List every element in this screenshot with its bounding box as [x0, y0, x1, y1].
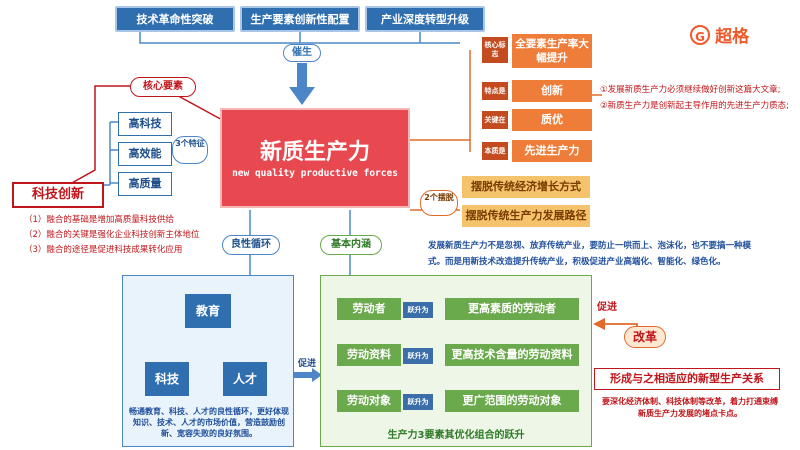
core-title: 新质生产力 — [259, 140, 370, 165]
features-badge: 3个特征 — [172, 136, 208, 164]
cuisheng-label: 催生 — [283, 44, 321, 62]
innovation-note: （3）融合的途径是促进科技成果转化应用 — [24, 245, 183, 255]
innovation-box: 科技创新 — [12, 182, 104, 208]
right-value: 先进生产力 — [512, 140, 592, 162]
feature-item: 高效能 — [118, 142, 172, 166]
basic-mid: 跃升为 — [403, 302, 433, 318]
promote-label: 促进 — [297, 359, 316, 369]
feature-item: 高科技 — [118, 112, 172, 136]
good-cycle-note: 畅通教育、科技、人才的良性循环，更好体现知识、技术、人才的市场价值，营造鼓励创新… — [129, 407, 289, 438]
logo-mark-icon: G — [690, 24, 710, 45]
top-box-1: 技术革命性突破 — [115, 6, 235, 32]
basic-label: 基本内涵 — [320, 235, 382, 255]
mid-note: 发展新质生产力不是忽视、放弃传统产业，要防止一哄而上、泡沫化，也不要搞一种模式。… — [428, 241, 752, 267]
getting-rid-item: 摆脱传统生产力发展路径 — [462, 205, 590, 227]
right-note: ①发展新质生产力必须继续做好创新这篇大文章; — [600, 85, 781, 95]
getting-rid-item: 摆脱传统经济增长方式 — [462, 176, 590, 198]
basic-left: 劳动对象 — [337, 390, 401, 412]
right-value: 质优 — [512, 109, 592, 131]
basic-right: 更高素质的劳动者 — [445, 298, 579, 320]
down-arrow-icon — [289, 63, 315, 105]
top-box-3: 产业深度转型升级 — [365, 6, 485, 32]
right-tag: 关键在 — [482, 111, 508, 129]
reform-label: 改革 — [624, 326, 666, 348]
reform-promote-label: 促进 — [597, 302, 617, 313]
feature-item: 高质量 — [118, 172, 172, 196]
right-tag: 核心标志 — [482, 37, 508, 63]
reform-note: 要深化经济体制、科技体制等改革，着力打通束缚新质生产力发展的堵点卡点。 — [602, 397, 778, 418]
right-value: 创新 — [512, 80, 592, 102]
basic-mid: 跃升为 — [403, 348, 433, 364]
basic-caption: 生产力3要素其优化组合的跃升 — [387, 430, 525, 441]
innovation-note: （1）融合的基础是增加高质量科技供给 — [24, 215, 174, 225]
reform-title: 形成与之相适应的新型生产关系 — [594, 368, 780, 390]
basic-mid: 跃升为 — [403, 394, 433, 410]
basic-right: 更广范围的劳动对象 — [445, 390, 579, 412]
basic-left: 劳动资料 — [337, 344, 401, 366]
cycle-node-technology: 科技 — [145, 362, 189, 396]
innovation-notes: （1）融合的基础是增加高质量科技供给 （2）融合的关键是强化企业科技创新主体地位… — [24, 213, 224, 258]
right-value: 全要素生产率大幅提升 — [512, 34, 592, 68]
basic-left: 劳动者 — [337, 298, 401, 320]
cycle-node-talent: 人才 — [223, 362, 267, 396]
right-tag: 本质是 — [482, 142, 508, 160]
right-note: ②新质生产力是创新起主导作用的先进生产力质态; — [600, 101, 789, 111]
right-arrow-icon — [294, 368, 322, 382]
right-notes: ①发展新质生产力必须继续做好创新这篇大文章; ②新质生产力是创新起主导作用的先进… — [600, 82, 798, 114]
core-box: 新质生产力 new quality productive forces — [220, 108, 410, 208]
innovation-note: （2）融合的关键是强化企业科技创新主体地位 — [24, 230, 200, 240]
core-subtitle: new quality productive forces — [232, 168, 398, 179]
good-cycle-panel: 教育 科技 人才 畅通教育、科技、人才的良性循环，更好体现知识、技术、人才的市场… — [122, 275, 294, 447]
logo-text: 超格 — [715, 27, 750, 47]
core-element-label: 核心要素 — [130, 77, 196, 97]
basic-panel: 劳动者 跃升为 更高素质的劳动者 劳动资料 跃升为 更高技术含量的劳动资料 劳动… — [320, 275, 592, 447]
basic-right: 更高技术含量的劳动资料 — [445, 344, 579, 366]
logo: G 超格 — [690, 22, 770, 47]
getting-rid-badge: 2个摆脱 — [420, 190, 458, 216]
good-cycle-label: 良性循环 — [222, 235, 280, 255]
top-box-2: 生产要素创新性配置 — [240, 6, 360, 32]
right-tag: 特点是 — [482, 82, 508, 100]
cycle-node-education: 教育 — [185, 294, 231, 328]
